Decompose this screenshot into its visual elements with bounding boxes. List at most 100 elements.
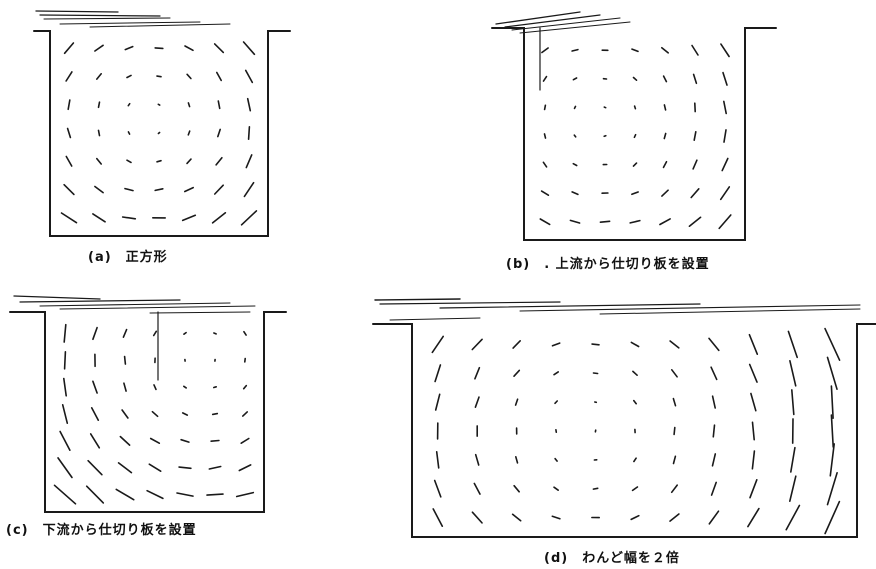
panel-b-velocity-vector: [572, 162, 578, 167]
panel-c-velocity-vector: [61, 403, 69, 425]
caption-d-label: (d): [544, 551, 569, 566]
panel-a-velocity-vector: [245, 154, 253, 169]
panel-c-velocity-vector: [176, 492, 194, 497]
panel-a-velocity-vector: [65, 155, 73, 167]
panel-b-velocity-vector: [599, 220, 611, 223]
panel-a-velocity-vector: [67, 99, 71, 111]
panel-d-velocity-vector: [787, 330, 799, 359]
panel-c-velocity-vector: [148, 463, 162, 473]
panel-a-velocity-vector: [156, 159, 162, 163]
panel-d-surface-streak: [389, 317, 481, 321]
panel-d-velocity-vector: [749, 478, 758, 499]
panel-c-velocity-vector: [121, 409, 129, 419]
panel-b-velocity-vector: [571, 191, 579, 196]
panel-d-velocity-vector: [711, 395, 717, 409]
panel-a-velocity-vector: [63, 42, 75, 55]
panel-a-velocity-vector: [157, 131, 161, 135]
panel-d-velocity-vector: [471, 338, 483, 351]
panel-d-velocity-vector: [710, 481, 718, 496]
panel-d-velocity-vector: [751, 450, 756, 470]
panel-d-velocity-vector: [632, 370, 638, 377]
panel-c-velocity-vector: [53, 484, 77, 505]
panel-a-velocity-vector: [184, 45, 194, 52]
panel-a-velocity-vector: [97, 129, 101, 137]
panel-d-velocity-vector: [824, 327, 841, 362]
panel-b-velocity-vector: [603, 106, 607, 109]
panel-c-velocity-vector: [123, 355, 127, 365]
panel-d-velocity-vector: [554, 457, 558, 462]
panel-c-velocity-vector: [183, 385, 187, 389]
panel-d-velocity-vector: [591, 343, 600, 346]
panel-d-surface-streak: [374, 298, 461, 301]
panel-d-velocity-vector: [672, 455, 677, 465]
panel-c-cavity-outline: [9, 311, 287, 513]
panel-a-velocity-vector: [126, 159, 132, 164]
panel-c-downstream-partition: [9, 295, 287, 513]
panel-c-velocity-vector: [62, 377, 67, 397]
panel-b-velocity-vector: [719, 186, 731, 201]
panel-c-velocity-vector: [92, 326, 98, 341]
panel-c-velocity-vector: [238, 464, 252, 472]
panel-d-velocity-vector: [511, 513, 522, 522]
panel-b-velocity-vector: [660, 46, 670, 54]
panel-d-velocity-vector: [830, 414, 835, 448]
panel-d-velocity-vector: [750, 392, 757, 412]
panel-d-velocity-vector: [630, 514, 640, 521]
panel-b-surface-streak: [495, 11, 581, 25]
panel-b-velocity-vector: [661, 189, 669, 197]
panel-c-velocity-vector: [149, 437, 161, 445]
panel-d-velocity-vector: [751, 421, 756, 441]
caption-c: (c)下流から仕切り板を設置: [6, 519, 197, 538]
panel-d-velocity-vector: [712, 424, 716, 438]
panel-c-velocity-vector: [151, 410, 159, 418]
panel-c-surface-streak: [13, 295, 101, 300]
panel-b-velocity-vector: [718, 214, 732, 230]
panel-c-velocity-vector: [90, 406, 100, 422]
panel-d-velocity-vector: [826, 471, 838, 506]
panel-d-velocity-vector: [432, 508, 444, 528]
panel-a-velocity-vector: [154, 47, 164, 50]
panel-c-velocity-vector: [115, 488, 135, 501]
panel-d-velocity-vector: [513, 369, 521, 378]
panel-c-velocity-vector: [213, 385, 217, 389]
panel-d-velocity-vector: [826, 356, 838, 391]
panel-d-surface-streak: [519, 304, 861, 312]
panel-d-velocity-vector: [632, 399, 638, 405]
panel-b-velocity-vector: [542, 75, 548, 82]
panel-b-velocity-vector: [629, 219, 641, 224]
panel-d-velocity-vector: [747, 507, 760, 528]
panel-d-velocity-vector: [673, 426, 676, 436]
panel-a-velocity-vector: [157, 103, 161, 106]
panel-a-velocity-vector: [214, 184, 224, 195]
panel-d-velocity-vector: [789, 446, 796, 473]
panel-b-velocity-vector: [688, 216, 702, 227]
panel-a-velocity-vector: [94, 44, 104, 52]
panel-c-velocity-vector: [89, 433, 101, 449]
panel-d-velocity-vector: [708, 337, 720, 352]
panel-b-velocity-vector: [539, 218, 551, 226]
panel-c-velocity-vector: [206, 493, 224, 496]
panel-b-velocity-vector: [662, 75, 668, 83]
panel-b-velocity-vector: [541, 47, 549, 54]
panel-d-velocity-vector: [514, 455, 519, 464]
panel-b-surface-streak: [504, 14, 601, 28]
panel-d-velocity-vector: [633, 457, 637, 463]
panel-a-velocity-vector: [97, 101, 101, 109]
panel-a-surface-streak: [43, 17, 171, 20]
panel-c-velocity-vector: [243, 330, 247, 336]
panel-d-velocity-vector: [711, 453, 717, 467]
panel-b-velocity-vector: [691, 44, 699, 56]
panel-d-velocity-vector: [790, 389, 795, 416]
panel-a-velocity-vector: [124, 187, 134, 192]
panel-b-velocity-vector: [543, 133, 547, 139]
panel-a-velocity-vector: [217, 128, 221, 138]
panel-a-velocity-vector: [92, 213, 106, 223]
panel-d-velocity-vector: [830, 385, 834, 420]
panel-b-upstream-partition: [491, 11, 777, 241]
caption-a-text: 正方形: [125, 250, 168, 265]
panel-c-surface-streak: [19, 299, 181, 303]
panel-b-cavity-outline: [491, 27, 777, 241]
panel-d-velocity-vector: [789, 359, 797, 387]
panel-b-velocity-vector: [723, 129, 727, 143]
panel-c-velocity-vector: [208, 465, 222, 470]
